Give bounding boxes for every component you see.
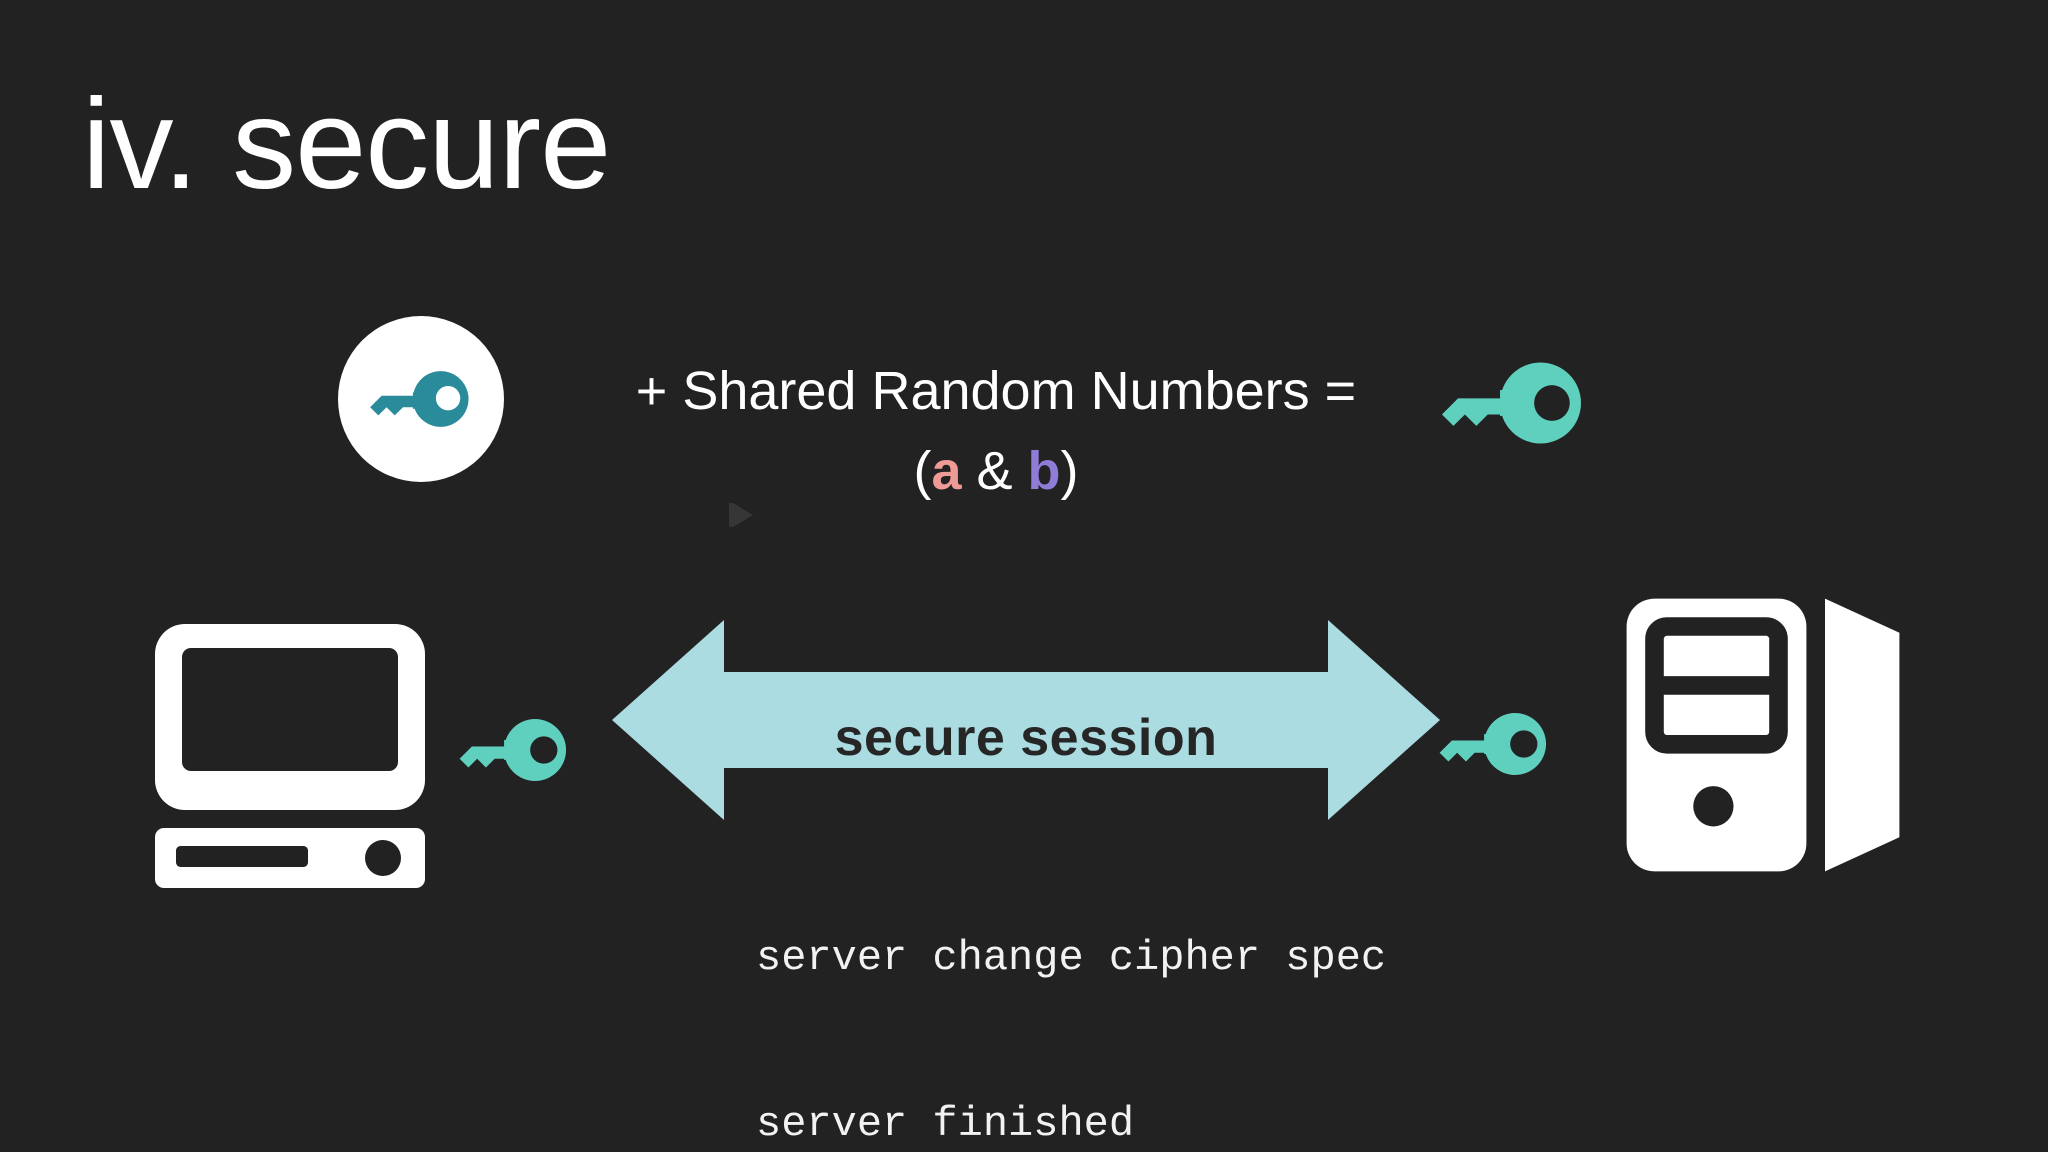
equation-text: + Shared Random Numbers = [635, 361, 1357, 421]
secure-session-arrow [612, 620, 1440, 820]
secure-session-label: secure session [834, 709, 1218, 767]
equation-spacer-2 [1013, 441, 1028, 501]
equation-line-2: (a & b) [536, 440, 1456, 504]
variable-b: b [1027, 441, 1061, 501]
protocol-messages: server change cipher spec server finishe… [756, 820, 1386, 1152]
protocol-message-line: server finished [756, 1100, 1135, 1149]
key-in-circle-icon [338, 316, 504, 482]
server-tower-icon [1608, 580, 1918, 890]
ampersand-operator: & [976, 441, 1013, 501]
key-icon-result [1432, 322, 1594, 484]
ghost-cursor-bar [729, 503, 733, 527]
page-title: iv. secure [82, 73, 611, 216]
ghost-cursor-icon [733, 503, 753, 527]
variable-a: a [931, 441, 962, 501]
open-paren: ( [913, 441, 932, 501]
protocol-message-line: server change cipher spec [756, 933, 1387, 982]
key-icon-server [1432, 682, 1556, 806]
key-icon-client [452, 688, 576, 812]
equation-line-1: + Shared Random Numbers = [536, 360, 1456, 424]
equation-spacer-1 [961, 441, 976, 501]
close-paren: ) [1060, 441, 1079, 501]
desktop-computer-icon [140, 600, 440, 900]
